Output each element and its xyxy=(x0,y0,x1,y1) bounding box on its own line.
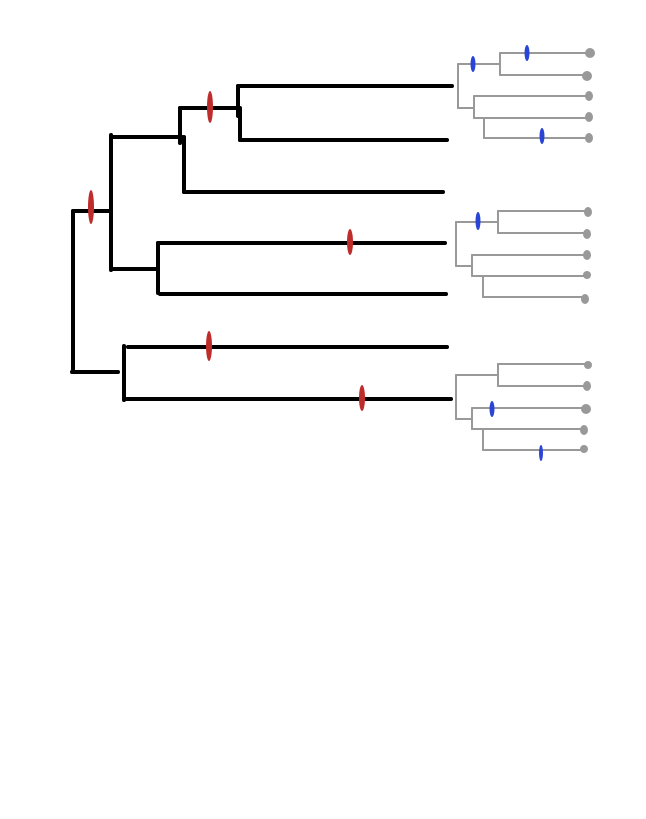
subtree-1-tips xyxy=(582,48,595,143)
marker-red-root xyxy=(88,190,94,224)
marker-red-leaf-6 xyxy=(206,331,212,361)
main-tree-markers xyxy=(88,91,365,411)
marker-blue-subtree-1-b xyxy=(524,45,530,61)
subtree-1-tip-4 xyxy=(585,112,593,122)
marker-blue-subtree-3-b xyxy=(539,445,543,461)
subtree-1-tip-5 xyxy=(585,133,593,143)
marker-red-clade-a1 xyxy=(207,91,213,123)
subtree-2-tip-5 xyxy=(581,294,589,304)
subtree-1-tip-3 xyxy=(585,91,593,101)
subtree-3-markers xyxy=(489,401,543,461)
marker-blue-subtree-1-c xyxy=(539,128,545,144)
marker-red-leaf-7 xyxy=(359,385,365,411)
subtree-1-tip-2 xyxy=(582,71,592,81)
subtree-2-tip-4 xyxy=(583,271,591,279)
subtree-2-tip-1 xyxy=(584,207,592,217)
subtree-3-tip-4 xyxy=(580,425,588,435)
subtree-3-tips xyxy=(580,361,592,453)
subtree-2-tips xyxy=(581,207,592,304)
subtree-1-tip-1 xyxy=(585,48,595,58)
subtree-1 xyxy=(457,52,589,139)
subtree-3-tip-5 xyxy=(580,445,588,453)
marker-blue-subtree-3-a xyxy=(489,401,495,417)
subtree-2-markers xyxy=(475,212,481,230)
main-tree xyxy=(70,84,454,402)
subtree-2 xyxy=(455,210,587,298)
subtree-3-tip-3 xyxy=(581,404,591,414)
subtree-3-tip-1 xyxy=(584,361,592,369)
subtree-3-tip-2 xyxy=(583,381,591,391)
subtree-3 xyxy=(455,363,587,451)
subtree-2-tip-2 xyxy=(583,229,591,239)
subtree-2-tip-3 xyxy=(583,250,591,260)
marker-blue-subtree-1-a xyxy=(470,56,476,72)
marker-blue-subtree-2-a xyxy=(475,212,481,230)
marker-red-leaf-4 xyxy=(347,229,353,255)
subtree-1-markers xyxy=(470,45,545,144)
